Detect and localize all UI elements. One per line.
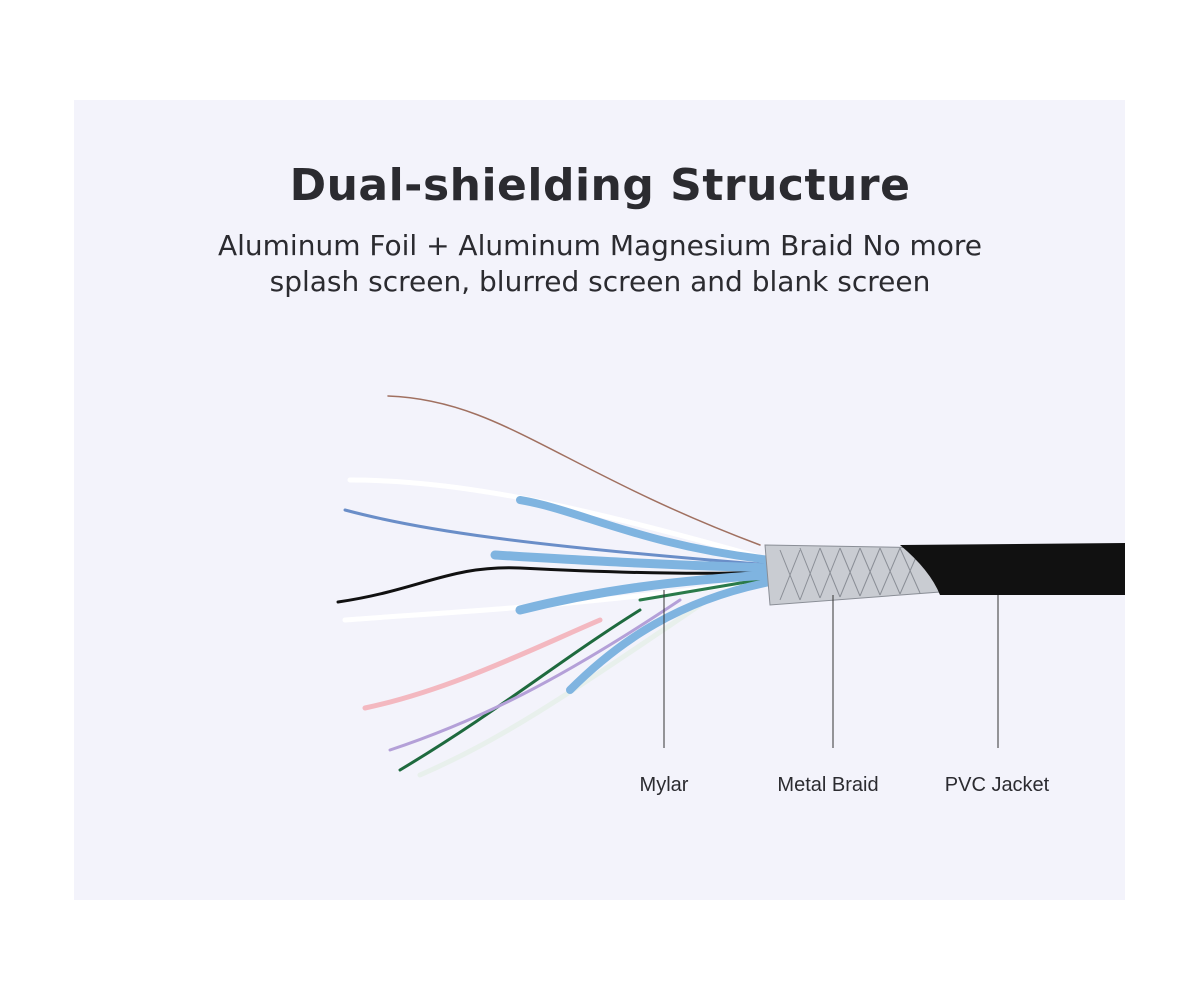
wires bbox=[336, 395, 773, 778]
subtitle-line-1: Aluminum Foil + Aluminum Magnesium Braid… bbox=[217, 229, 983, 262]
pvc-jacket bbox=[900, 543, 1125, 595]
mylar-foil bbox=[490, 496, 775, 694]
label-pvc-jacket: PVC Jacket bbox=[944, 774, 1050, 796]
background-panel bbox=[74, 100, 1125, 900]
braid-pattern bbox=[779, 547, 921, 601]
page-title: Dual-shielding Structure bbox=[289, 160, 911, 211]
label-metal-braid: Metal Braid bbox=[777, 774, 879, 796]
subtitle: Aluminum Foil + Aluminum Magnesium Braid… bbox=[0, 228, 1200, 300]
label-mylar: Mylar bbox=[639, 774, 689, 796]
subtitle-line-2: splash screen, blurred screen and blank … bbox=[269, 265, 931, 298]
leader-lines bbox=[663, 590, 999, 748]
